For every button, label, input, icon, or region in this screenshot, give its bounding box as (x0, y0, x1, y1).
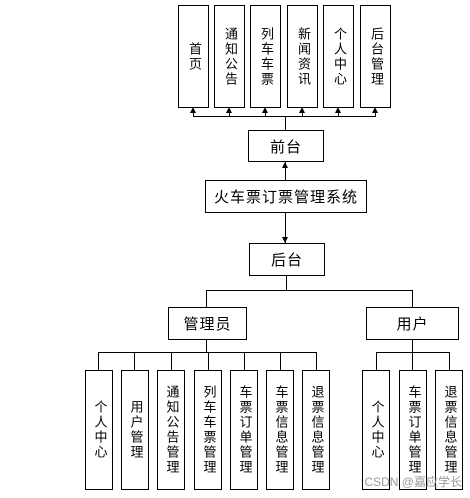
user-module-refunds: 退票信息管理 (435, 370, 463, 490)
connector-line (206, 290, 413, 291)
connector-line (449, 352, 450, 370)
front-module-tickets: 列车车票 (250, 5, 281, 108)
admin-module-ticket-info: 车票信息管理 (266, 370, 294, 490)
connector-line (280, 352, 281, 370)
arrow-head (226, 107, 232, 113)
admin-role-box: 管理员 (168, 307, 247, 340)
connector-line (412, 352, 413, 370)
admin-module-refunds: 退票信息管理 (302, 370, 330, 490)
connector-line (171, 352, 172, 370)
connector-line (244, 352, 245, 370)
connector-line (412, 340, 413, 352)
arrow-head (299, 107, 305, 113)
connector-line (193, 116, 376, 117)
connector-line (376, 352, 450, 353)
back-end-box: 后台 (249, 243, 325, 276)
arrow-head (335, 107, 341, 113)
connector-line (286, 276, 287, 290)
admin-module-orders: 车票订单管理 (230, 370, 258, 490)
user-role-box: 用户 (366, 307, 459, 340)
watermark: CSDN @嘉应学长 (364, 475, 462, 489)
connector-line (98, 352, 317, 353)
admin-module-users: 用户管理 (121, 370, 149, 490)
connector-line (208, 352, 209, 370)
connector-line (98, 352, 99, 370)
connector-line (316, 352, 317, 370)
connector-line (302, 110, 303, 116)
connector-line (412, 290, 413, 307)
admin-module-tickets: 列车车票管理 (194, 370, 222, 490)
front-end-box: 前台 (248, 130, 324, 162)
admin-module-notices: 通知公告管理 (157, 370, 185, 490)
connector-line (206, 340, 207, 352)
admin-module-profile: 个人中心 (85, 370, 113, 490)
front-module-home: 首页 (178, 5, 209, 108)
connector-line (206, 290, 207, 307)
arrow-head (190, 107, 196, 113)
connector-line (229, 110, 230, 116)
connector-line (285, 162, 286, 180)
connector-line (265, 110, 266, 116)
connector-line (375, 110, 376, 116)
user-module-profile: 个人中心 (362, 370, 390, 490)
system-title-box: 火车票订票管理系统 (205, 180, 367, 213)
front-module-notices: 通知公告 (214, 5, 245, 108)
user-module-orders: 车票订单管理 (399, 370, 427, 490)
arrow-head (372, 107, 378, 113)
connector-line (338, 110, 339, 116)
connector-line (285, 116, 286, 130)
connector-line (285, 213, 286, 243)
front-module-admin: 后台管理 (360, 5, 391, 108)
front-module-profile: 个人中心 (323, 5, 354, 108)
arrow-head (262, 107, 268, 113)
connector-line (193, 110, 194, 116)
connector-line (134, 352, 135, 370)
arrow-head (282, 237, 288, 243)
arrow-head (282, 162, 288, 168)
front-module-news: 新闻资讯 (287, 5, 318, 108)
connector-line (376, 352, 377, 370)
